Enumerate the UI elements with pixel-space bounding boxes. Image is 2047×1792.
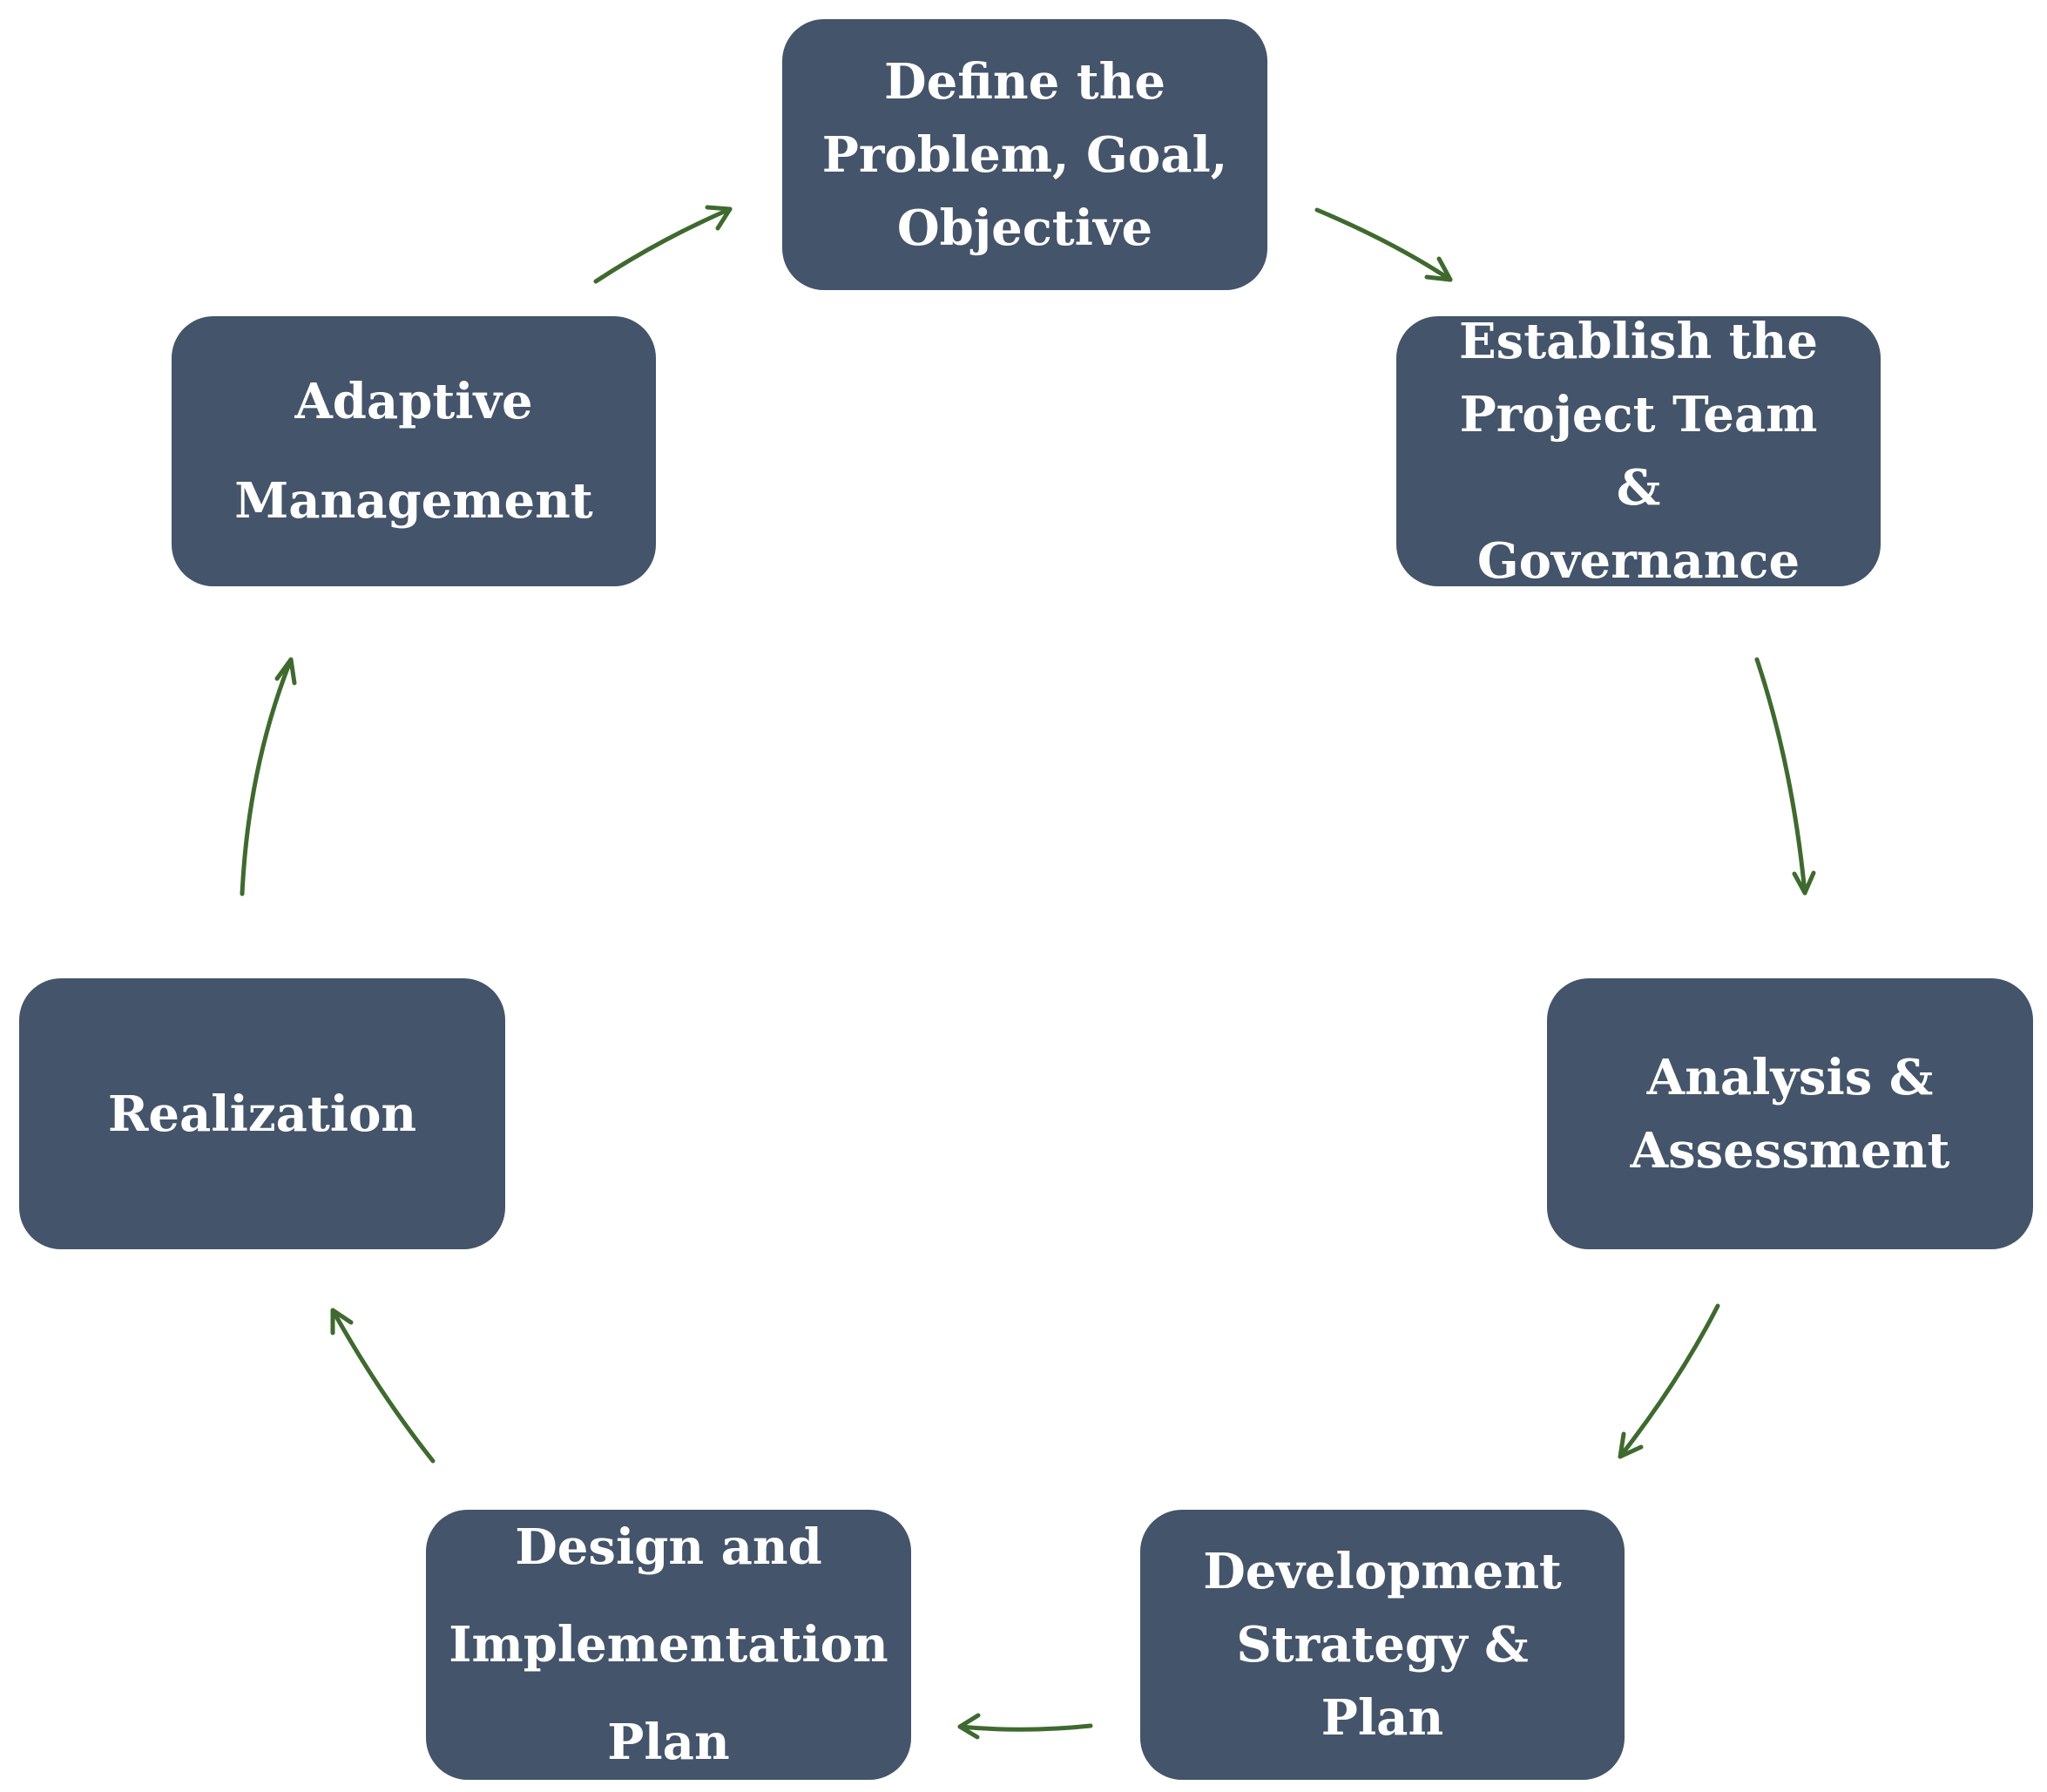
arrow-establish-to-analysis (1754, 657, 1816, 896)
node-establish-label: Establish the Project Team & Governance (1458, 313, 1818, 590)
node-adaptive: Adaptive Management (172, 316, 656, 586)
arrow-define-to-establish (1314, 207, 1453, 282)
node-analysis-label: Analysis & Assessment (1630, 1048, 1950, 1180)
node-realization: Realization (19, 978, 505, 1249)
node-analysis: Analysis & Assessment (1547, 978, 2033, 1249)
node-realization-label: Realization (107, 1085, 417, 1143)
node-establish: Establish the Project Team & Governance (1396, 313, 1881, 590)
node-development: Development Strategy & Plan (1140, 1510, 1625, 1780)
node-adaptive-label: Adaptive Management (234, 373, 593, 530)
node-define-label: Define the Problem, Goal, Objective (821, 52, 1228, 257)
arrow-analysis-to-development (1618, 1303, 1720, 1459)
node-development-label: Development Strategy & Plan (1203, 1543, 1562, 1747)
node-design-label: Design and Implementation Plan (449, 1518, 888, 1771)
arrow-development-to-design (957, 1713, 1093, 1740)
node-design: Design and Implementation Plan (426, 1510, 911, 1780)
node-define: Define the Problem, Goal, Objective (782, 19, 1267, 290)
arrow-realization-to-adaptive (240, 657, 297, 896)
arrow-design-to-realization (330, 1308, 436, 1464)
arrow-adaptive-to-define (593, 205, 733, 284)
